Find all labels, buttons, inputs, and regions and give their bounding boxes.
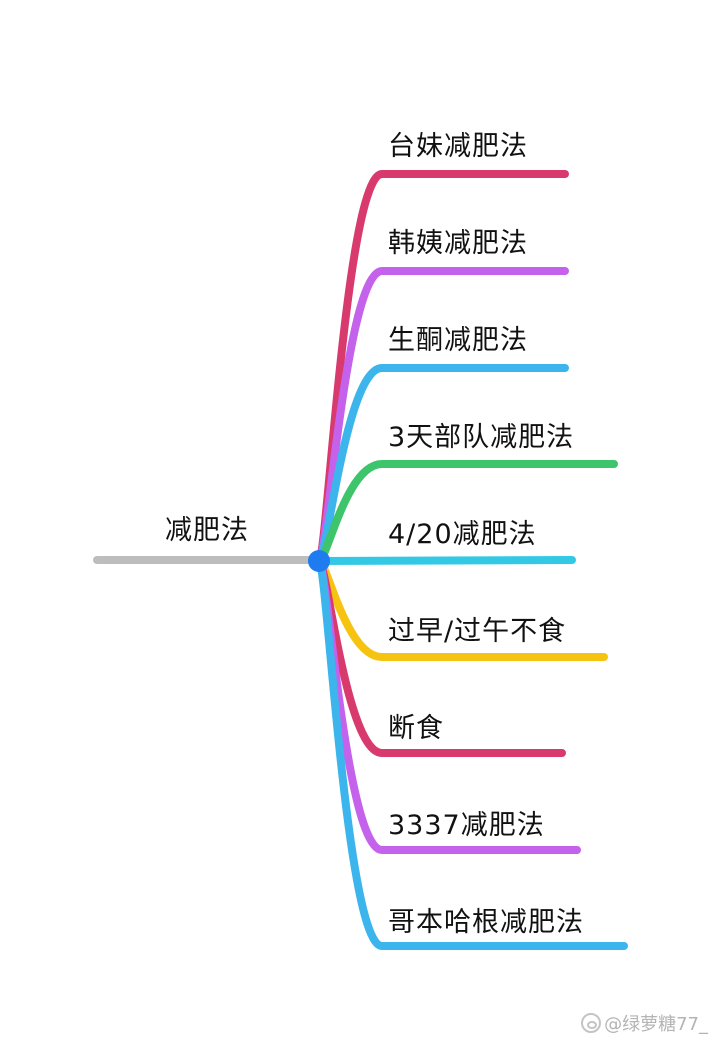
root-hub-node[interactable]: [308, 550, 330, 572]
branch-label-3[interactable]: 生酮减肥法: [388, 325, 528, 356]
branch-label-7[interactable]: 断食: [388, 713, 444, 744]
watermark-text: @绿萝糖77_: [604, 1014, 708, 1035]
watermark: @绿萝糖77_: [581, 1010, 708, 1036]
weibo-icon: [581, 1013, 602, 1033]
branch-label-8[interactable]: 3337减肥法: [388, 810, 545, 841]
branch-label-9[interactable]: 哥本哈根减肥法: [388, 907, 584, 938]
root-node-label[interactable]: 减肥法: [165, 515, 249, 546]
branch-label-5[interactable]: 4/20减肥法: [388, 519, 537, 550]
branch-label-6[interactable]: 过早/过午不食: [388, 616, 567, 647]
branch-line-9: [315, 557, 628, 950]
branch-label-2[interactable]: 韩姨减肥法: [388, 228, 528, 259]
branch-label-1[interactable]: 台妹减肥法: [388, 131, 528, 162]
branch-label-4[interactable]: 3天部队减肥法: [388, 422, 575, 453]
branch-line-5: [315, 556, 576, 565]
